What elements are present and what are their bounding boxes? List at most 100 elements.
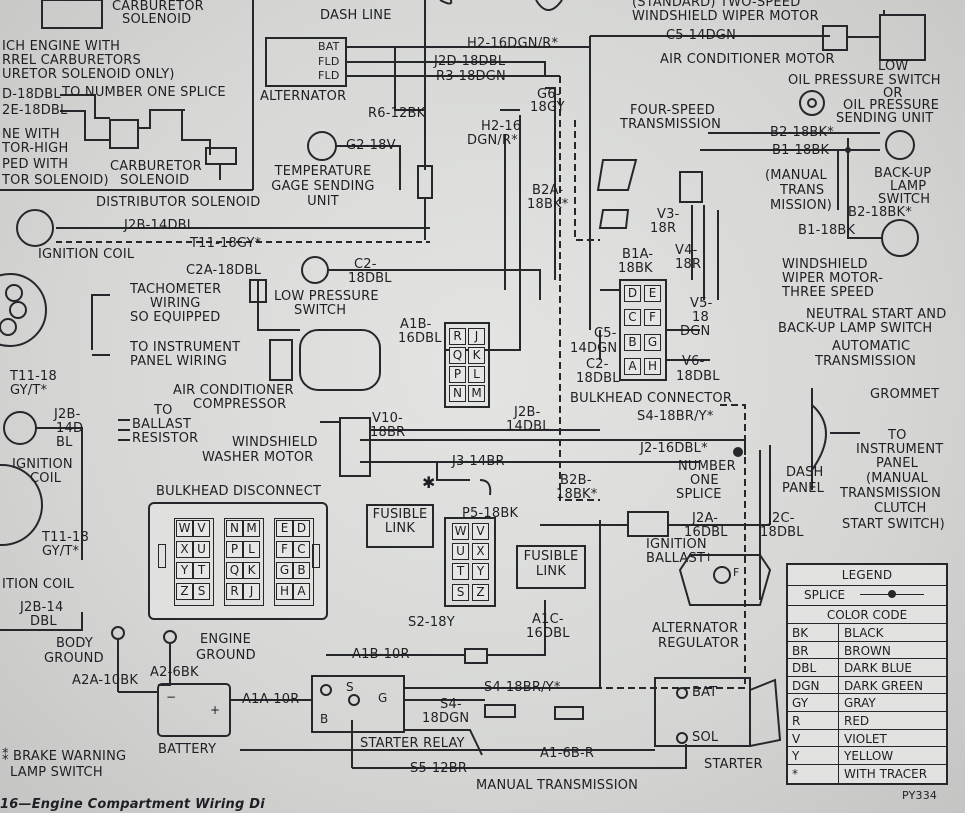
pin-e2: E bbox=[276, 520, 293, 537]
pin-q2: Q bbox=[226, 562, 243, 579]
wire-e-label: 2E-18DBL bbox=[2, 103, 68, 118]
number-one-splice-label-3: SPLICE bbox=[676, 487, 722, 502]
pin-s2: S bbox=[193, 583, 210, 600]
wire-t11-low-label-1: T11-18 bbox=[42, 530, 89, 545]
wire-t11-top-label: T11-18GY* bbox=[190, 236, 262, 251]
legend-code: DBL bbox=[792, 661, 817, 676]
wire-s4-low-label: S4-18BR/Y* bbox=[484, 680, 561, 695]
bulkhead-disconnect-label: BULKHEAD DISCONNECT bbox=[156, 484, 322, 499]
relay-b-terminal: B bbox=[320, 712, 329, 726]
legend-separator bbox=[838, 712, 839, 730]
legend-code: Y bbox=[792, 749, 800, 764]
legend-separator bbox=[838, 694, 839, 713]
wire-v5-label-1: V5- bbox=[690, 296, 713, 311]
wire-t11-mid-label-2: GY/T* bbox=[10, 383, 48, 398]
legend-title: LEGEND bbox=[841, 568, 893, 582]
wire-c2-mid-label-1: C2- bbox=[586, 357, 609, 372]
legend-row: * WITH TRACER bbox=[788, 763, 946, 783]
wiper-two-speed-label-1: (STANDARD) TWO-SPEED bbox=[632, 0, 801, 10]
motor-high-label: TOR-HIGH bbox=[2, 141, 69, 156]
backup-lamp-label-2: LAMP bbox=[890, 179, 927, 194]
wire-j2b-low-label-2: DBL bbox=[30, 614, 57, 629]
battery-label: BATTERY bbox=[158, 742, 217, 757]
pin-u2: U bbox=[193, 541, 210, 558]
wire-s5-label: S5-12BR bbox=[410, 761, 468, 776]
wire-a1a-label: A1A-10R bbox=[242, 692, 300, 707]
pin-q: Q bbox=[449, 347, 466, 364]
wire-r3-label: R3-18DGN bbox=[436, 69, 506, 84]
wire-b2-bk2-label: B2-18BK* bbox=[848, 205, 912, 220]
wire-b2a-label-1: B2A- bbox=[532, 183, 564, 198]
wire-v4-label-2: 18R bbox=[675, 257, 702, 272]
fusible-link-2-label-2: LINK bbox=[535, 564, 567, 579]
four-speed-label-1: FOUR-SPEED bbox=[630, 103, 715, 118]
pin-l2: L bbox=[243, 541, 260, 558]
wire-t11-mid-label-1: T11-18 bbox=[10, 369, 57, 384]
ne-with-label: NE WITH bbox=[2, 127, 60, 142]
pin-m2: M bbox=[243, 520, 260, 537]
wire-v6-label-2: 18DBL bbox=[676, 369, 720, 384]
alt-bat-terminal: BAT bbox=[318, 40, 340, 53]
legend-code: BR bbox=[792, 643, 809, 658]
to-instrument-label-2: PANEL WIRING bbox=[130, 354, 227, 369]
pin-p2: P bbox=[226, 541, 243, 558]
pin-t: T bbox=[452, 563, 469, 580]
dash-line-label: DASH LINE bbox=[320, 8, 392, 23]
legend-splice-label: SPLICE bbox=[804, 588, 846, 602]
engine-ground-label-2: GROUND bbox=[196, 648, 256, 663]
wire-v5-label-3: DGN bbox=[680, 324, 711, 339]
wire-a1c-label-2: 16DBL bbox=[526, 626, 570, 641]
legend-desc: BLACK bbox=[844, 626, 884, 640]
reg-i-terminal: I bbox=[707, 551, 711, 564]
wire-c2-label-2: 18DBL bbox=[348, 271, 392, 286]
wire-j2d-label: J2D-18DBL bbox=[434, 54, 506, 69]
wire-j2b-mid-label-3: BL bbox=[56, 435, 73, 450]
wire-h2-mid-label-2: DGN/R* bbox=[467, 133, 518, 148]
pin-m: M bbox=[468, 385, 485, 402]
ignition-coil-top-label: IGNITION COIL bbox=[38, 247, 135, 262]
wire-a1-6b-label: A1-6B-R bbox=[540, 746, 595, 761]
wire-g6-label-2: 18GY bbox=[530, 100, 565, 115]
tor-solenoid-label: TOR SOLENOID) bbox=[2, 173, 109, 188]
wiper-3spd-label-2: WIPER MOTOR- bbox=[782, 271, 884, 286]
to-splice-label: TO NUMBER ONE SPLICE bbox=[62, 85, 226, 100]
tach-label-1: TACHOMETER bbox=[130, 282, 222, 297]
low-pressure-label-2: SWITCH bbox=[294, 303, 347, 318]
to-instr-panel-label-2: INSTRUMENT bbox=[856, 442, 944, 457]
legend-desc: WITH TRACER bbox=[844, 766, 928, 781]
legend-code: * bbox=[792, 766, 798, 781]
alt-regulator-label-1: ALTERNATOR bbox=[652, 621, 739, 636]
legend-code: V bbox=[792, 731, 801, 746]
to-instr-panel-label-4: (MANUAL bbox=[866, 471, 928, 486]
dash-panel-label-2: PANEL bbox=[782, 481, 825, 496]
to-instr-panel-label-7: START SWITCH) bbox=[842, 517, 945, 532]
wire-a2-label: A2-6BK bbox=[150, 665, 199, 680]
wire-j2b-lower-label-2: 14DBL bbox=[506, 419, 550, 434]
washer-motor-label-2: WASHER MOTOR bbox=[202, 450, 314, 465]
wire-b1-bk2-label: B1-18BK bbox=[798, 223, 856, 238]
ac-compressor-label-2: COMPRESSOR bbox=[193, 397, 287, 412]
pin-k2: K bbox=[243, 562, 260, 579]
wire-a1c-label-1: A1C- bbox=[532, 612, 564, 627]
wire-c5-top-label: C5-14DGN bbox=[666, 28, 736, 43]
oil-sending-label-2: SENDING UNIT bbox=[836, 111, 934, 126]
pin-z: Z bbox=[472, 584, 489, 601]
legend-desc: RED bbox=[844, 714, 870, 728]
to-instr-panel-label-6: CLUTCH bbox=[874, 501, 927, 516]
disconnect-column-1: W V X U Y T Z S bbox=[174, 518, 214, 606]
ign-ballast-label-1: IGNITION bbox=[646, 537, 707, 552]
diagram-code-label: PY334 bbox=[902, 789, 938, 802]
wire-j2-16-label: J2-16DBL* bbox=[640, 441, 708, 456]
ac-compressor-label-1: AIR CONDITIONER bbox=[173, 383, 294, 398]
wire-s4-dgn-label-1: S4- bbox=[440, 697, 462, 712]
neutral-start-label-1: NEUTRAL START AND bbox=[806, 307, 947, 322]
wire-b1a-label-1: B1A- bbox=[622, 247, 654, 262]
to-instrument-label-1: TO INSTRUMENT bbox=[130, 340, 241, 355]
pin-j2: J bbox=[243, 583, 260, 600]
pin-y2: Y bbox=[176, 562, 193, 579]
